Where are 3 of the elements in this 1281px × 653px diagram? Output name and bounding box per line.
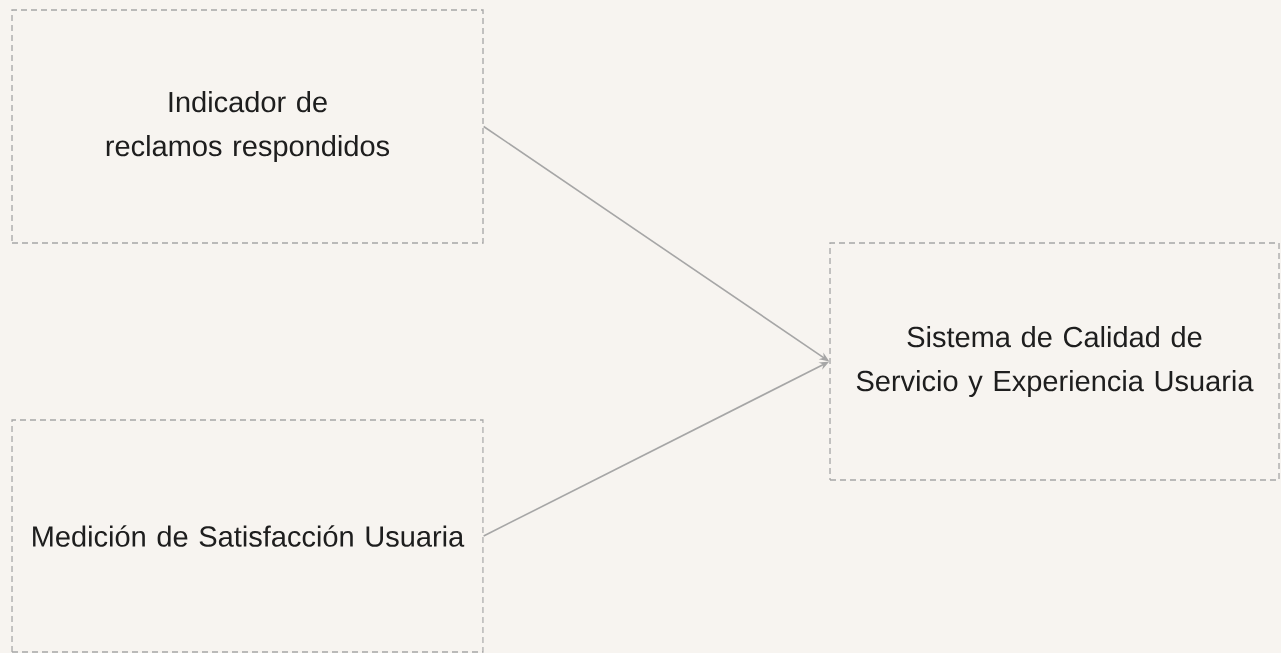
dashed-box: Indicador de reclamos respondidos (11, 9, 484, 244)
dashed-box: Medición de Satisfacción Usuaria (11, 419, 484, 653)
dashed-box: Sistema de Calidad de Servicio y Experiencia Usuaria (829, 242, 1280, 481)
